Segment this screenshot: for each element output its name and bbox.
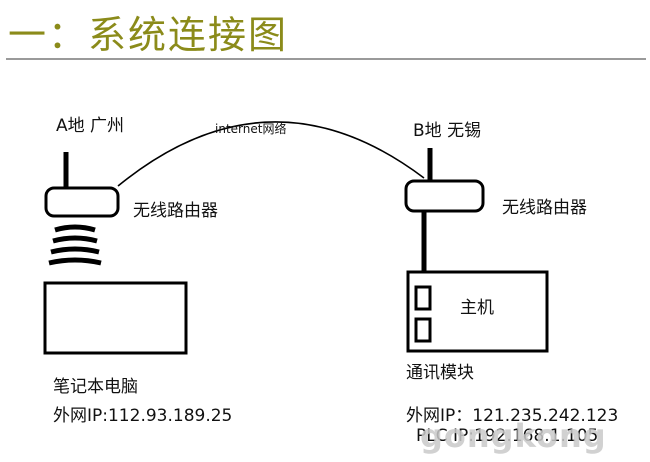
title-divider bbox=[6, 58, 646, 60]
laptop-label: 笔记本电脑 bbox=[53, 377, 138, 397]
comm-module-port-1 bbox=[414, 285, 432, 311]
router-a-label: 无线路由器 bbox=[133, 201, 218, 221]
page-title: 一：系统连接图 bbox=[8, 13, 289, 57]
laptop-box bbox=[43, 281, 188, 355]
router-b-label: 无线路由器 bbox=[502, 198, 587, 218]
site-a-ip: 外网IP:112.93.189.25 bbox=[53, 406, 233, 426]
site-a-label: A地 广州 bbox=[56, 116, 125, 136]
plc-ip: PLC IP:192.168.1.105 bbox=[416, 426, 599, 446]
host-label: 主机 bbox=[460, 298, 494, 318]
site-b-ip: 外网IP：121.235.242.123 bbox=[406, 406, 619, 426]
internet-label: internet网络 bbox=[215, 122, 287, 136]
router-a-body bbox=[44, 186, 120, 218]
wireless-signal-icon bbox=[48, 224, 102, 266]
comm-module-label: 通讯模块 bbox=[406, 363, 474, 383]
router-b-body bbox=[404, 179, 485, 213]
watermark-logo: gongkong bbox=[420, 417, 607, 455]
site-b-label: B地 无锡 bbox=[413, 121, 482, 141]
internet-link-arc bbox=[117, 121, 425, 187]
comm-module-port-2 bbox=[414, 317, 432, 343]
